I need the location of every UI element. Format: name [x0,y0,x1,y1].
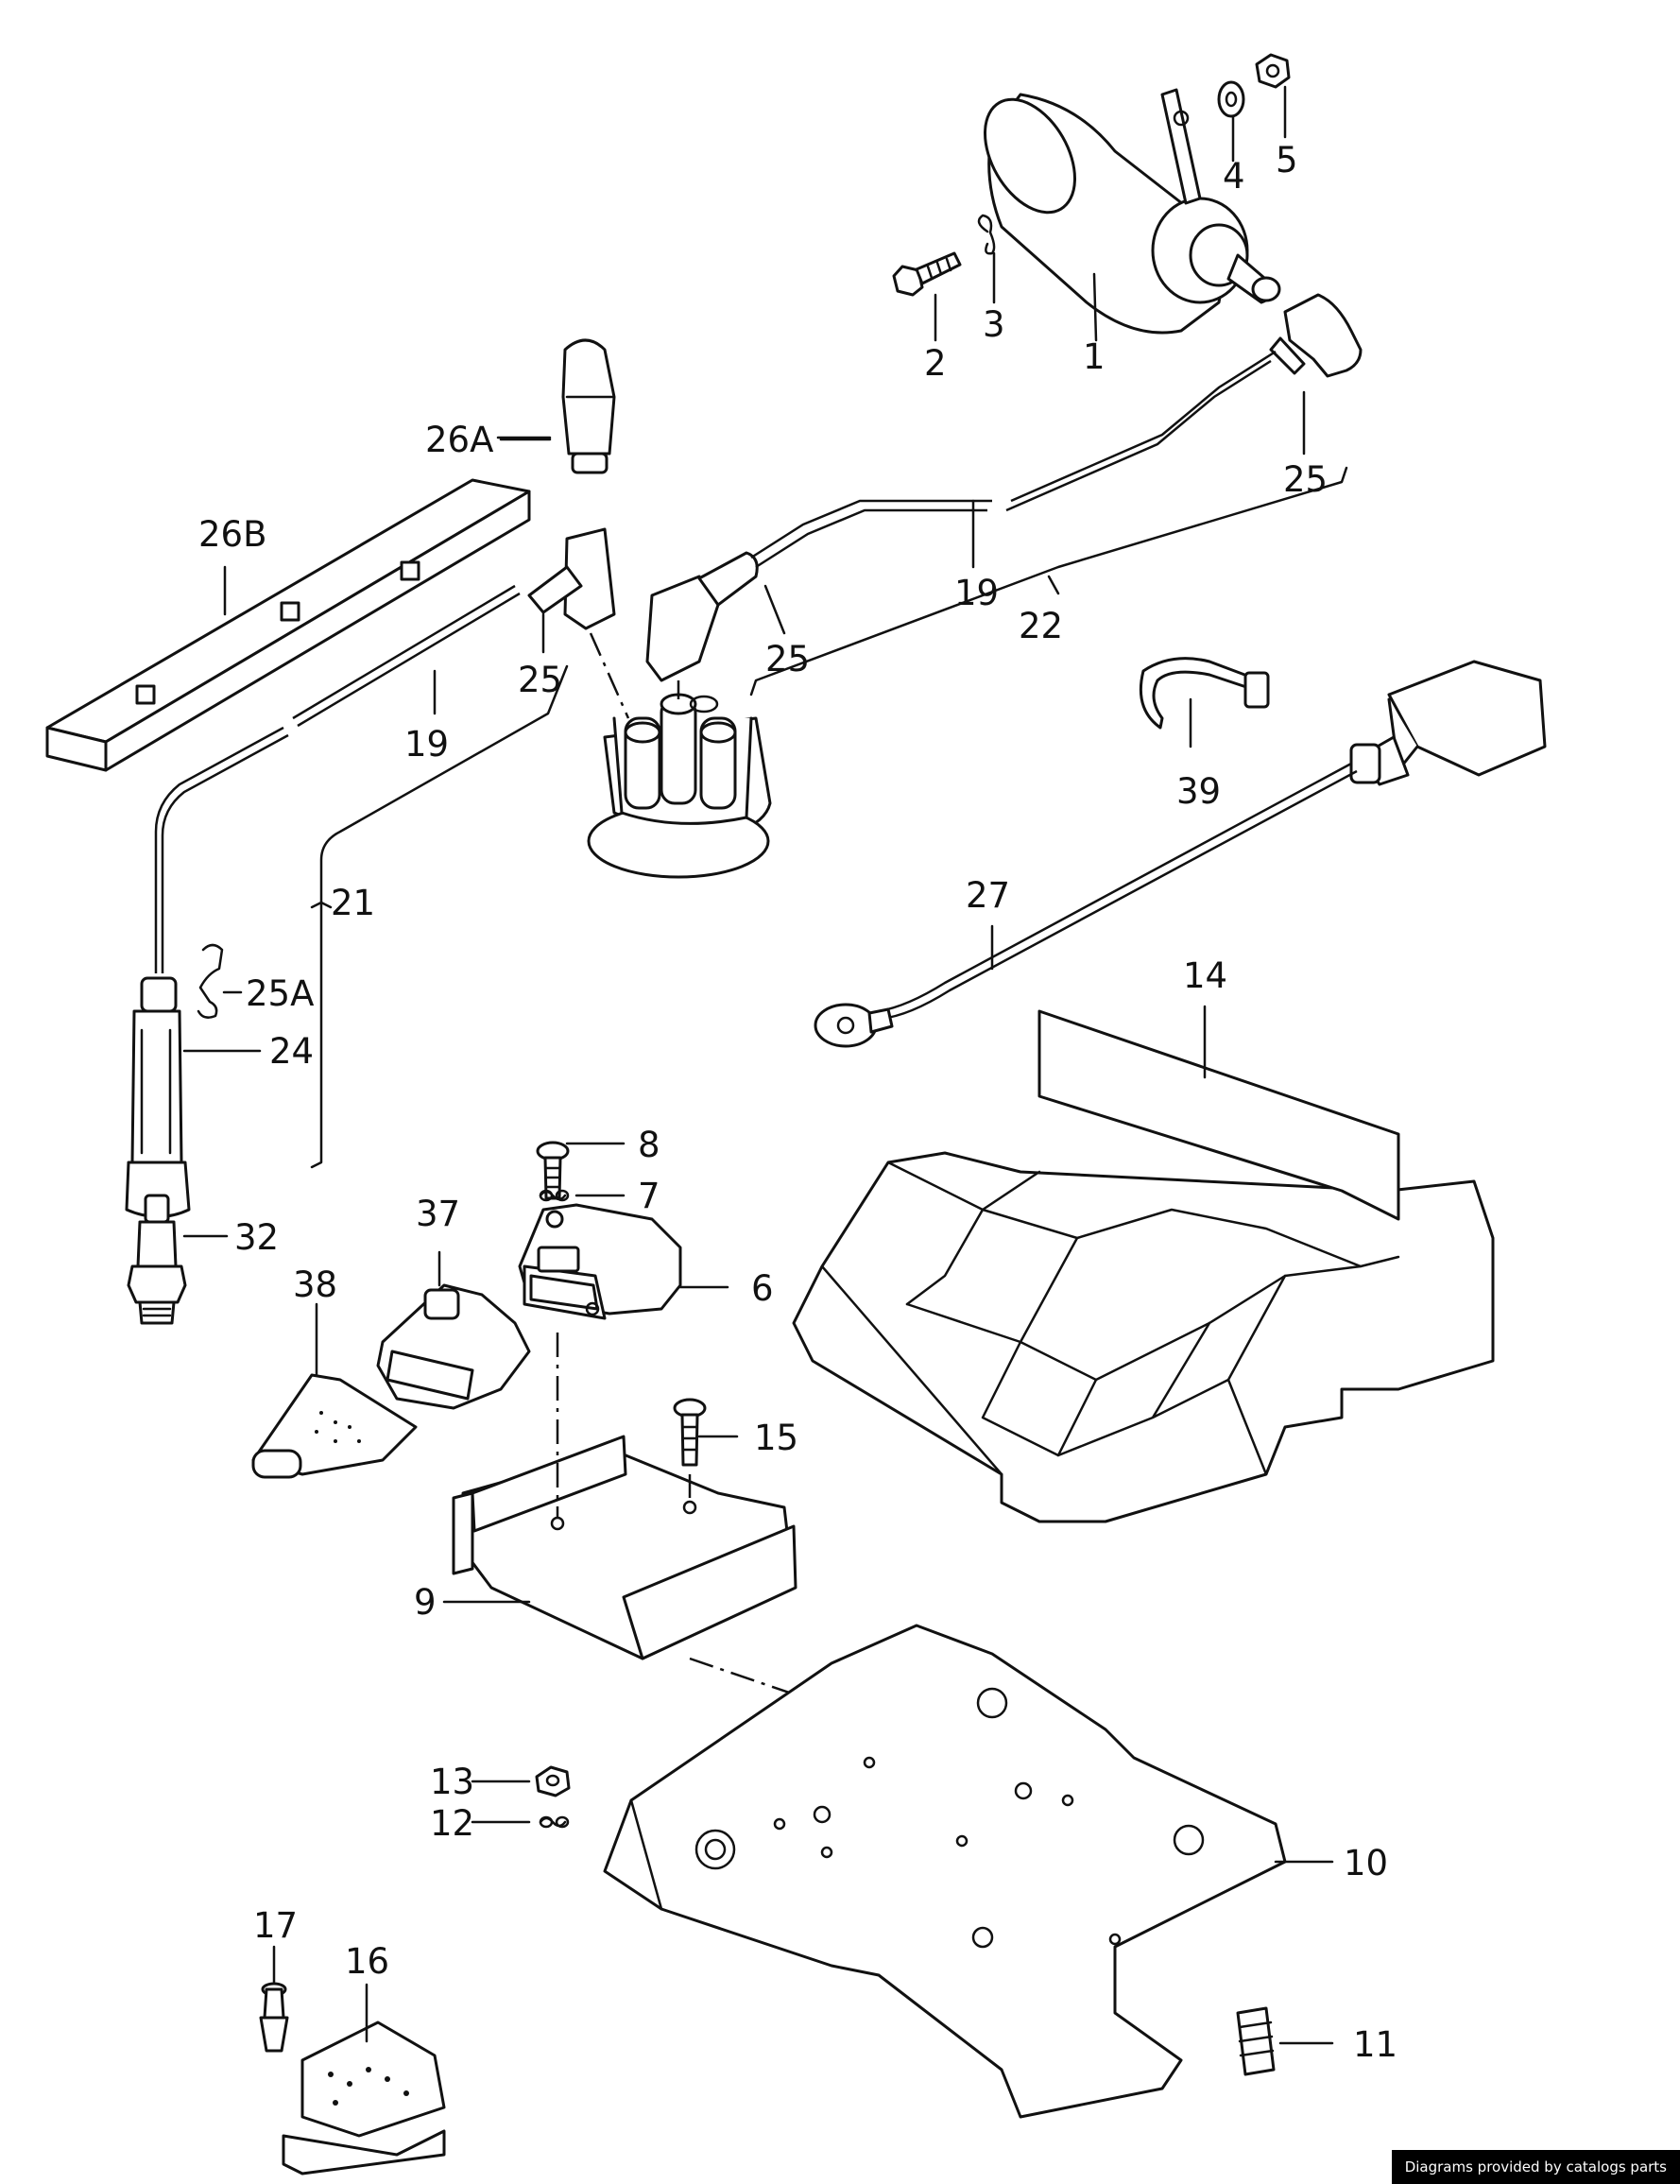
callout-25-left: 25 [518,660,562,700]
callout-22: 22 [1019,606,1063,646]
callout-5: 5 [1276,140,1298,181]
cable-duct [45,478,531,772]
spark-plug [127,1194,187,1325]
bolt-15 [673,1398,707,1467]
callout-6: 6 [751,1268,774,1309]
callout-39: 39 [1176,771,1221,812]
plug-connector-left [527,527,630,719]
callout-17: 17 [253,1905,298,1946]
callout-19-left: 19 [404,724,449,765]
callout-4: 4 [1223,156,1245,197]
distributor-cap [587,693,772,879]
plug-connector-centre [645,499,992,699]
callout-7: 7 [638,1176,660,1216]
callout-8: 8 [638,1125,660,1165]
callout-10: 10 [1344,1843,1388,1883]
bolt-2 [892,251,962,297]
callout-32: 32 [234,1217,279,1258]
protective-boot [251,1373,418,1479]
leader-lines [182,85,1334,2045]
callouts: 1 2 3 4 5 25 26A 26B 19 22 25 25 19 21 2… [198,140,1397,2065]
washer-3 [977,214,996,255]
washer-4 [1217,80,1245,118]
callout-27: 27 [966,875,1010,916]
callout-26A: 26A [425,420,493,460]
callout-13: 13 [430,1762,474,1802]
callout-3: 3 [983,304,1005,345]
callout-37: 37 [416,1194,460,1234]
credit-label: Diagrams provided by catalogs parts [1391,2150,1680,2184]
mounting-bracket [452,1333,871,1758]
callout-26B: 26B [198,514,266,555]
washer-12 [539,1815,570,1829]
callout-19-right: 19 [954,573,999,613]
clip-nut-11 [1236,2006,1276,2076]
group-brackets [310,466,1348,1169]
spark-plug-connector-26A [561,338,616,474]
callout-12: 12 [430,1803,474,1844]
nut-13 [535,1765,571,1797]
mounting-plate [603,1624,1287,2119]
cable-strap [1139,657,1270,730]
callout-15: 15 [754,1418,798,1458]
connector-housing [376,1283,531,1410]
ground-cable [814,660,1547,1048]
spark-plug-connector [125,976,191,1218]
callout-25A: 25A [246,973,314,1014]
callout-14: 14 [1183,955,1227,996]
protective-cover [792,1009,1495,1523]
fuse-holder [282,2021,446,2175]
retaining-pin [259,1982,289,2053]
callout-25-centre: 25 [765,639,810,679]
ignition-control-unit [518,1203,682,1320]
washer-7 [539,1189,570,1202]
ignition-lead-19 [154,584,521,973]
callout-38: 38 [293,1264,337,1305]
callout-1: 1 [1083,336,1106,377]
callout-21: 21 [331,883,375,923]
callout-25-coil: 25 [1283,459,1328,500]
callout-11: 11 [1353,2024,1397,2065]
callout-24: 24 [269,1031,314,1072]
clip-25A [197,943,224,1019]
nut-5 [1255,53,1291,89]
ignition-coil [984,88,1281,335]
callout-9: 9 [414,1582,437,1623]
ignition-lead-coil [1005,293,1363,512]
callout-2: 2 [924,343,947,384]
callout-16: 16 [345,1941,389,1982]
